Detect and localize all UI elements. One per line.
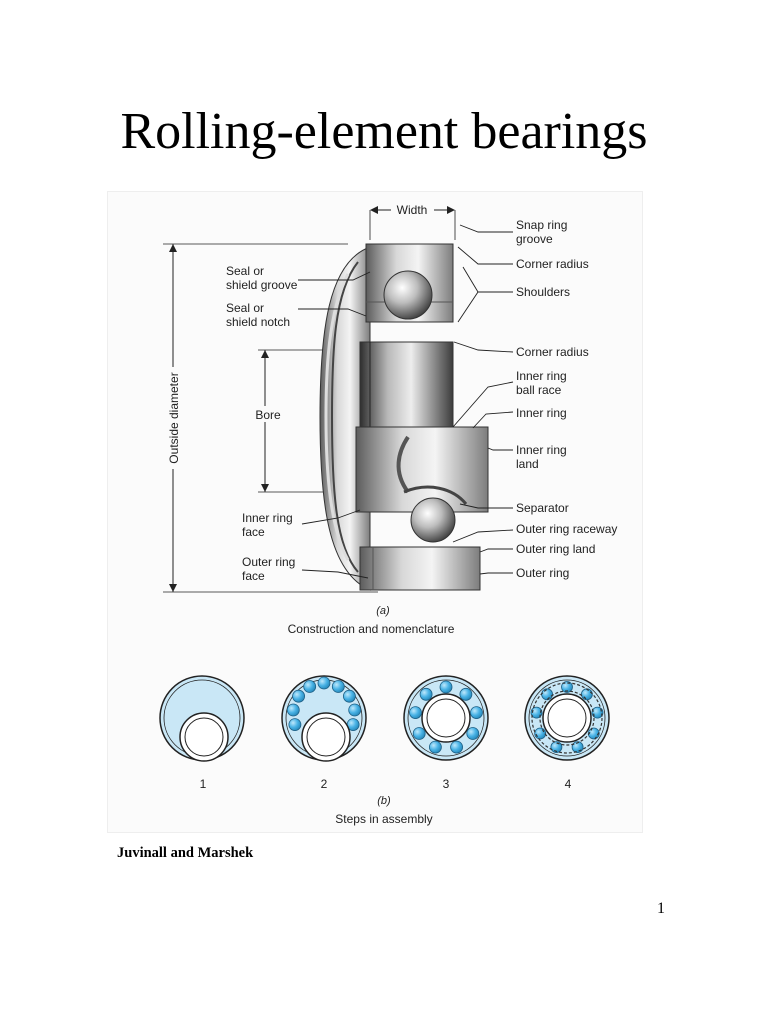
page-title: Rolling-element bearings — [120, 103, 648, 160]
assembly-ball — [534, 727, 547, 740]
label-corner-radius-mid: Corner radius — [516, 345, 589, 359]
label-width: Width — [397, 203, 428, 217]
label-inner-ring-ball-race-2: ball race — [516, 383, 562, 397]
label-inner-ring-land-2: land — [516, 457, 539, 471]
label-seal-notch-2: shield notch — [226, 315, 290, 329]
assembly-ball — [419, 687, 433, 701]
label-separator: Separator — [516, 501, 569, 515]
page-number: 1 — [657, 900, 665, 917]
part-b-caption: Steps in assembly — [335, 812, 432, 826]
assembly-ball — [580, 688, 593, 701]
label-outer-ring-land: Outer ring land — [516, 542, 595, 556]
bearing-illustration — [163, 206, 514, 593]
assembly-step-2-label: 2 — [321, 777, 328, 791]
label-outer-ring: Outer ring — [516, 566, 569, 580]
label-bore: Bore — [255, 408, 281, 422]
assembly-ball — [348, 703, 362, 717]
label-seal-groove-1: Seal or — [226, 264, 264, 278]
assembly-step-2-diagram — [281, 675, 367, 762]
assembly-ball — [459, 687, 473, 701]
label-seal-notch-1: Seal or — [226, 301, 264, 315]
assembly-ball — [412, 727, 426, 740]
label-corner-radius-top: Corner radius — [516, 257, 589, 271]
part-b-marker: (b) — [377, 795, 391, 807]
label-snap-ring-groove-1: Snap ring — [516, 218, 567, 232]
label-seal-groove-2: shield groove — [226, 278, 298, 292]
bearing-figure: Width Outside diameter Bore Seal or shie… — [108, 192, 642, 832]
figure-credit: Juvinall and Marshek — [117, 845, 254, 861]
assembly-ball — [331, 680, 345, 693]
label-shoulders: Shoulders — [516, 285, 570, 299]
assembly-ball — [317, 676, 331, 690]
label-inner-ring-face-1: Inner ring — [242, 511, 293, 525]
assembly-ball — [470, 706, 483, 719]
label-inner-ring-face-2: face — [242, 525, 265, 539]
part-a-marker: (a) — [376, 605, 390, 617]
assembly-ball — [466, 727, 480, 740]
assembly-ball — [561, 681, 573, 693]
assembly-step-1-label: 1 — [200, 777, 207, 791]
assembly-ball — [342, 689, 356, 703]
label-outer-ring-raceway: Outer ring raceway — [516, 522, 617, 536]
label-outer-ring-face-1: Outer ring — [242, 555, 295, 569]
assembly-step-4-diagram — [524, 675, 610, 761]
label-inner-ring-land-1: Inner ring — [516, 443, 567, 457]
assembly-ball — [530, 706, 543, 719]
label-outside-diameter-text: Outside diameter — [167, 372, 181, 463]
label-snap-ring-groove-2: groove — [516, 232, 553, 246]
assembly-ball — [288, 718, 302, 731]
assembly-steps — [159, 675, 610, 762]
assembly-ball — [292, 689, 306, 703]
label-inner-ring: Inner ring — [516, 406, 567, 420]
assembly-step-3-label: 3 — [443, 777, 450, 791]
assembly-ball — [303, 680, 317, 693]
assembly-ball — [541, 688, 554, 701]
assembly-ball — [286, 703, 300, 717]
assembly-ball — [450, 740, 464, 754]
assembly-step-1-diagram — [159, 675, 245, 762]
assembly-ball — [591, 706, 604, 719]
part-a-caption: Construction and nomenclature — [288, 622, 455, 636]
assembly-ball — [439, 680, 453, 694]
bearing-figure-svg: Width Outside diameter Bore Seal or shie… — [159, 203, 617, 826]
label-outer-ring-face-2: face — [242, 569, 265, 583]
assembly-step-3-diagram — [403, 675, 489, 761]
assembly-step-4-label: 4 — [565, 777, 572, 791]
assembly-ball — [409, 706, 422, 719]
assembly-ball — [428, 740, 442, 754]
label-inner-ring-ball-race-1: Inner ring — [516, 369, 567, 383]
assembly-ball — [587, 727, 600, 740]
